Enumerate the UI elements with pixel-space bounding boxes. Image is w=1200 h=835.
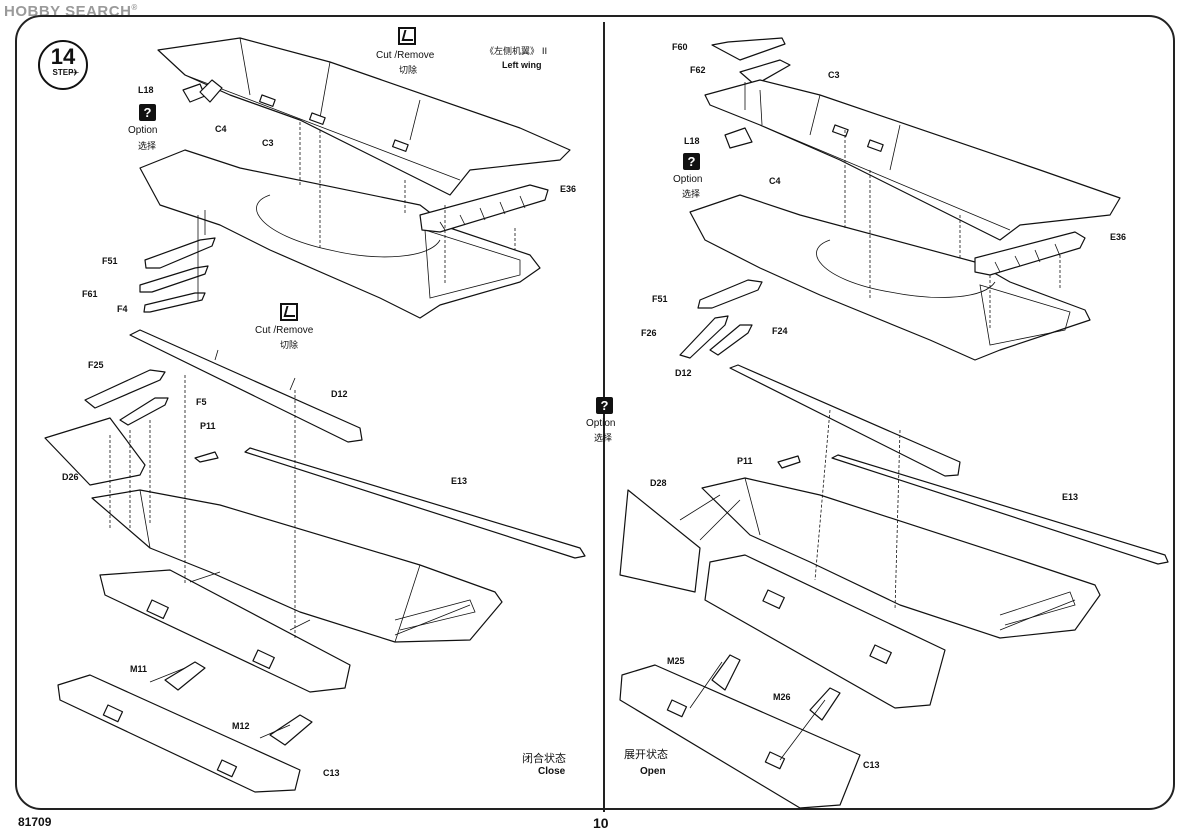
- watermark-reg: ®: [131, 3, 138, 12]
- right-part-m25: [711, 654, 741, 691]
- left-part-m11: [164, 661, 206, 691]
- right-label-d12: D12: [675, 368, 692, 378]
- right-part-f26: [679, 315, 729, 359]
- left-flap-closed: [99, 569, 351, 693]
- right-state-en: Open: [640, 766, 666, 777]
- left-label-p11: P11: [200, 421, 216, 431]
- plane-icon: ✈: [71, 68, 80, 79]
- left-upper-wing-top: [157, 37, 571, 196]
- left-part-e36: [419, 184, 549, 233]
- left-part-f25: [84, 369, 166, 409]
- right-label-e13: E13: [1062, 492, 1079, 502]
- left-part-l18: [182, 79, 223, 103]
- right-flap-open: [704, 554, 946, 709]
- right-lower-wing: [689, 194, 1091, 361]
- right-option1-en: Option: [673, 174, 703, 185]
- right-part-e36: [974, 231, 1086, 276]
- right-part-f24: [709, 324, 753, 356]
- left-part-f61: [139, 265, 209, 293]
- right-label-f24: F24: [772, 326, 788, 336]
- right-label-c13: C13: [863, 760, 880, 770]
- right-part-c13: [619, 664, 861, 809]
- left-cut2-en: Cut /Remove: [255, 325, 314, 336]
- cut-remove-icon: [398, 27, 416, 45]
- left-option-zh: 选择: [138, 142, 157, 152]
- right-option1-zh: 选择: [682, 190, 701, 200]
- right-label-l18: L18: [684, 136, 700, 146]
- left-part-d12: [129, 329, 363, 443]
- option-icon: ?: [139, 104, 156, 121]
- right-label-c4: C4: [769, 176, 781, 186]
- right-label-f51: F51: [652, 294, 668, 304]
- left-lower-wing-assembly: [91, 489, 503, 643]
- left-label-f4: F4: [117, 304, 128, 314]
- right-upper-wing-top: [704, 79, 1121, 241]
- left-state-en: Close: [538, 766, 566, 777]
- option-icon-right: ?: [683, 153, 700, 170]
- left-cut1-en: Cut /Remove: [376, 50, 435, 61]
- left-part-f51: [144, 237, 216, 269]
- option-icon-center: ?: [596, 397, 613, 414]
- cut-remove-icon-2: [280, 303, 298, 321]
- right-label-f60: F60: [672, 42, 688, 52]
- left-option-en: Option: [128, 125, 158, 136]
- right-label-f26: F26: [641, 328, 657, 338]
- left-cut1-zh: 切除: [399, 66, 418, 76]
- step-word: STEP: [52, 68, 74, 77]
- left-state-zh: 闭合状态: [522, 752, 566, 765]
- left-part-f5: [119, 397, 169, 426]
- left-part-c13: [57, 674, 301, 793]
- page-number: 10: [593, 815, 609, 831]
- right-part-d12: [729, 364, 961, 477]
- left-label-c3: C3: [262, 138, 274, 148]
- right-label-f62: F62: [690, 65, 706, 75]
- left-label-f5: F5: [196, 397, 207, 407]
- right-label-e36: E36: [1110, 232, 1127, 242]
- right-part-f60: [711, 37, 786, 61]
- left-part-d26: [44, 417, 146, 486]
- right-label-c3: C3: [828, 70, 840, 80]
- left-label-m12: M12: [232, 721, 250, 731]
- left-part-p11: [194, 451, 219, 463]
- right-label-d28: D28: [650, 478, 667, 488]
- step-badge: 14 STEP ✈: [38, 40, 88, 90]
- right-part-f51: [697, 279, 763, 309]
- left-label-f61: F61: [82, 289, 98, 299]
- right-label-m26: M26: [773, 692, 791, 702]
- left-label-m11: M11: [130, 664, 148, 674]
- left-title-en: Left wing: [502, 60, 542, 70]
- right-part-p11: [777, 455, 801, 469]
- right-part-m26: [809, 687, 841, 721]
- left-label-l18: L18: [138, 85, 154, 95]
- right-part-l18: [724, 127, 753, 149]
- left-label-c13: C13: [323, 768, 340, 778]
- center-option-zh: 选择: [594, 434, 613, 444]
- left-label-f51: F51: [102, 256, 118, 266]
- left-cut2-zh: 切除: [280, 341, 299, 351]
- right-part-e13: [831, 454, 1169, 565]
- step-number: 14: [50, 44, 76, 69]
- left-label-d26: D26: [62, 472, 79, 482]
- left-label-e36: E36: [560, 184, 577, 194]
- center-option-en: Option: [586, 418, 616, 429]
- right-lower-wing-assembly: [701, 477, 1101, 639]
- page-frame: [15, 15, 1175, 810]
- left-label-f25: F25: [88, 360, 104, 370]
- right-part-f62: [739, 59, 791, 86]
- left-title-zh: 《左侧机翼》 II: [485, 47, 548, 57]
- left-label-e13: E13: [451, 476, 468, 486]
- center-divider: [603, 22, 605, 812]
- product-code: 81709: [18, 815, 52, 829]
- right-part-d28: [619, 489, 701, 593]
- right-state-zh: 展开状态: [624, 748, 668, 761]
- left-part-m12: [269, 714, 313, 746]
- left-label-c4: C4: [215, 124, 227, 134]
- left-part-f4: [143, 292, 206, 313]
- left-lower-wing: [139, 149, 541, 319]
- left-label-d12: D12: [331, 389, 348, 399]
- left-part-e13: [244, 447, 586, 559]
- right-label-m25: M25: [667, 656, 685, 666]
- right-label-p11: P11: [737, 456, 753, 466]
